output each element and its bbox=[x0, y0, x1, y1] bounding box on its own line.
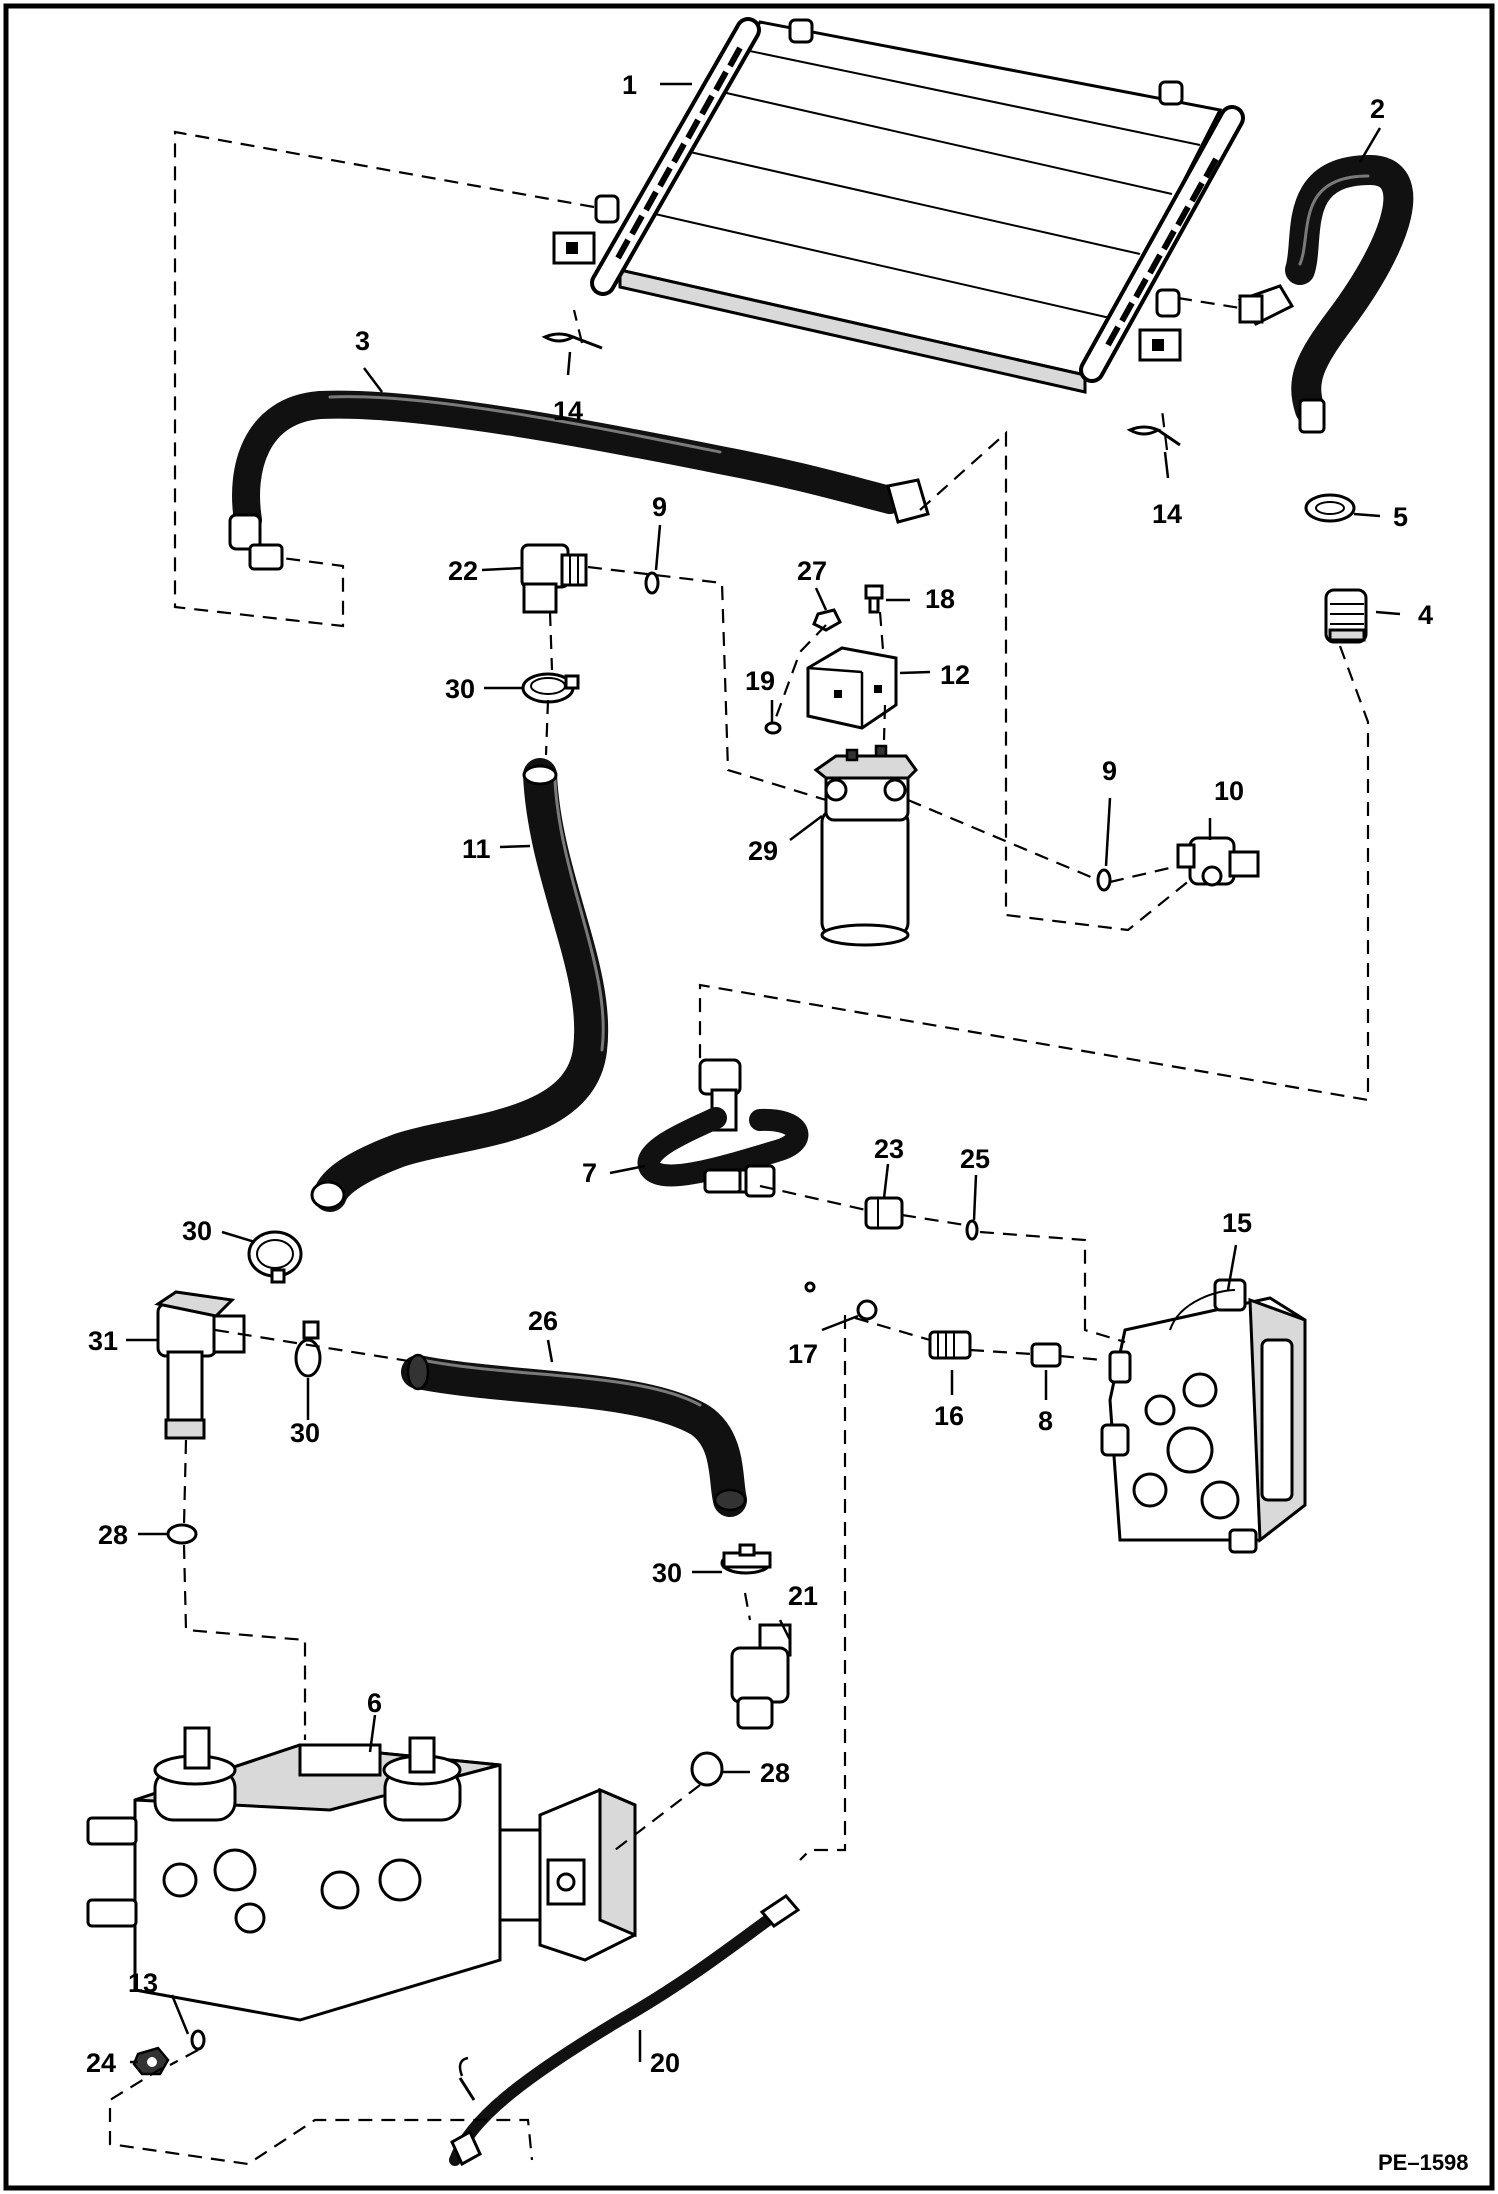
elbow-21 bbox=[730, 1623, 792, 1730]
callout-22: 22 bbox=[448, 556, 478, 586]
callout-16: 16 bbox=[934, 1401, 964, 1431]
leader-lines bbox=[126, 82, 1401, 2064]
callout-30-top: 30 bbox=[445, 674, 475, 704]
callout-8: 8 bbox=[1038, 1406, 1053, 1436]
clip-14-left bbox=[541, 332, 603, 350]
callout-26: 26 bbox=[528, 1306, 558, 1336]
hose-2 bbox=[1237, 155, 1414, 434]
elbow-fitting-22 bbox=[520, 543, 588, 614]
callout-14-right: 14 bbox=[1152, 499, 1182, 529]
callout-28-left: 28 bbox=[98, 1520, 128, 1550]
callout-2: 2 bbox=[1370, 94, 1385, 124]
o-ring-13 bbox=[190, 2029, 206, 2051]
callout-4: 4 bbox=[1418, 600, 1433, 630]
tee-fitting-10 bbox=[1176, 836, 1260, 887]
hose-20 bbox=[449, 1894, 801, 2167]
bracket-12 bbox=[806, 646, 898, 730]
bolt-18 bbox=[864, 584, 884, 614]
callout-15: 15 bbox=[1222, 1208, 1252, 1238]
fitting-23 bbox=[864, 1196, 904, 1230]
callout-17: 17 bbox=[788, 1339, 818, 1369]
callout-24: 24 bbox=[86, 2048, 116, 2078]
filter-29 bbox=[813, 744, 918, 947]
fitting-16 bbox=[928, 1330, 972, 1360]
callout-29: 29 bbox=[748, 836, 778, 866]
callout-10: 10 bbox=[1214, 776, 1244, 806]
clamp-30-top bbox=[521, 672, 580, 704]
o-ring-9-top bbox=[644, 571, 660, 595]
diagram-border bbox=[3, 3, 1495, 2191]
plug-24 bbox=[132, 2046, 170, 2076]
callout-12: 12 bbox=[940, 660, 970, 690]
callout-7: 7 bbox=[582, 1158, 597, 1188]
callout-21: 21 bbox=[788, 1581, 818, 1611]
o-ring-9-right bbox=[1096, 868, 1112, 892]
callout-14-left: 14 bbox=[553, 396, 583, 426]
fitting-8 bbox=[1030, 1342, 1062, 1368]
fitting-17 bbox=[804, 1281, 878, 1321]
callout-1: 1 bbox=[622, 70, 637, 100]
callout-labels: 1 2 3 4 5 6 7 8 9 9 10 11 12 13 14 14 15… bbox=[86, 70, 1469, 2175]
callout-25: 25 bbox=[960, 1144, 990, 1174]
nut-27 bbox=[812, 608, 842, 632]
o-ring-28-right bbox=[690, 1751, 724, 1787]
hose-7 bbox=[638, 1058, 809, 1198]
callout-19: 19 bbox=[745, 666, 775, 696]
connection-lines bbox=[108, 130, 1370, 2166]
hose-26 bbox=[401, 1353, 747, 1517]
oil-cooler bbox=[552, 17, 1245, 394]
callout-6: 6 bbox=[367, 1688, 382, 1718]
callout-23: 23 bbox=[874, 1134, 904, 1164]
callout-27: 27 bbox=[797, 556, 827, 586]
clip-14-right bbox=[1126, 425, 1181, 447]
callout-28-right: 28 bbox=[760, 1758, 790, 1788]
fitting-4 bbox=[1324, 588, 1368, 644]
washer-19 bbox=[764, 721, 782, 735]
callout-20: 20 bbox=[650, 2048, 680, 2078]
callout-31: 31 bbox=[88, 1326, 118, 1356]
o-ring-28-left bbox=[166, 1523, 198, 1545]
hose-11 bbox=[310, 758, 609, 1212]
callout-30-middle: 30 bbox=[290, 1418, 320, 1448]
callout-9-top: 9 bbox=[652, 492, 667, 522]
o-ring-25 bbox=[965, 1219, 979, 1241]
callout-11: 11 bbox=[462, 834, 491, 864]
callout-5: 5 bbox=[1393, 502, 1408, 532]
clamp-30-middle bbox=[294, 1320, 322, 1378]
hydrostatic-pump-6 bbox=[86, 1726, 637, 2022]
callout-9-right: 9 bbox=[1102, 756, 1117, 786]
hose-3 bbox=[228, 390, 930, 571]
figure-id: PE–1598 bbox=[1378, 2150, 1469, 2175]
callout-30-bottom: 30 bbox=[652, 1558, 682, 1588]
clamp-30-left bbox=[247, 1230, 303, 1284]
callout-18: 18 bbox=[925, 584, 955, 614]
callout-3: 3 bbox=[355, 326, 370, 356]
callout-30-left: 30 bbox=[182, 1216, 212, 1246]
control-valve-15 bbox=[1100, 1278, 1307, 1554]
elbow-31 bbox=[154, 1290, 246, 1440]
callout-13: 13 bbox=[128, 1968, 158, 1998]
clamp-30-bottom bbox=[720, 1543, 772, 1575]
